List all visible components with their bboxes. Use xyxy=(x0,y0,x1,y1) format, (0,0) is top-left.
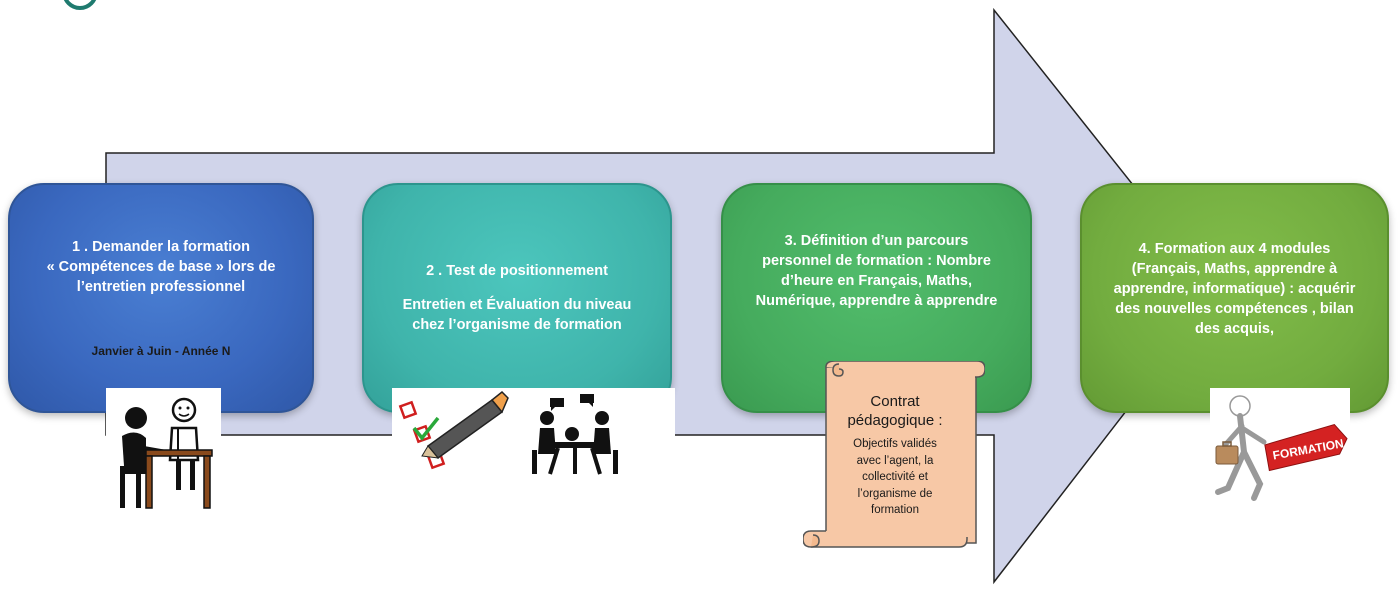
step-1-line-3: l’entretien professionnel xyxy=(76,279,246,295)
step-4-line-4: des nouvelles compétences , bilan xyxy=(1115,301,1354,317)
contract-body: Objectifs validés avec l’agent, la colle… xyxy=(830,436,960,519)
step-1-box: 1 . Demander la formation « Compétences … xyxy=(8,183,314,413)
step-4-line-2: (Français, Maths, apprendre à xyxy=(1131,261,1338,277)
step-3-line-4: Numérique, apprendre à apprendre xyxy=(755,293,998,309)
contract-scroll xyxy=(803,361,985,548)
step-2-pictures xyxy=(392,388,675,484)
step-1-line-1: 1 . Demander la formation xyxy=(71,239,251,255)
contract-title-line-1: Contrat xyxy=(870,393,920,410)
person-interview-icon xyxy=(106,388,221,518)
meeting-table-icon xyxy=(532,394,618,475)
step-4-line-1: 4. Formation aux 4 modules xyxy=(1138,241,1331,257)
step-3-line-1: 3. Définition d’un parcours xyxy=(784,233,969,249)
step-3-line-2: personnel de formation : Nombre xyxy=(762,253,991,269)
contract-body-line-4: l’organisme de xyxy=(857,487,933,500)
contract-body-line-5: formation xyxy=(871,504,919,516)
contract-body-line-1: Objectifs validés xyxy=(853,438,937,450)
step-4-line-3: apprendre, informatique) : acquérir xyxy=(1113,281,1356,297)
step-3-box: 3. Définition d’un parcours personnel de… xyxy=(721,183,1032,413)
step-2-line-1: Entretien et Évaluation du niveau xyxy=(402,297,632,313)
step-3-line-3: d’heure en Français, Maths, xyxy=(781,273,972,289)
formation-sign-icon: FORMATION xyxy=(1210,388,1350,512)
contract-body-line-3: collectivité et xyxy=(862,471,928,483)
contract-body-line-2: avec l’agent, la xyxy=(856,454,934,467)
step-2-line-2: chez l’organisme de formation xyxy=(412,317,622,333)
step-4-line-5: des acquis, xyxy=(1195,321,1274,337)
step-4-box: 4. Formation aux 4 modules (Français, Ma… xyxy=(1080,183,1389,413)
step-2-box: 2 . Test de positionnement Entretien et … xyxy=(362,183,672,413)
checklist-pencil-icon xyxy=(398,390,509,470)
contract-scroll-text: Contrat pédagogique : Objectifs validés … xyxy=(830,392,960,519)
step-1-date: Janvier à Juin - Année N xyxy=(91,344,231,358)
step-1-line-2: « Compétences de base » lors de xyxy=(46,259,276,275)
contract-title-line-2: pédagogique : xyxy=(847,412,943,429)
step-2-title: 2 . Test de positionnement xyxy=(426,263,608,279)
